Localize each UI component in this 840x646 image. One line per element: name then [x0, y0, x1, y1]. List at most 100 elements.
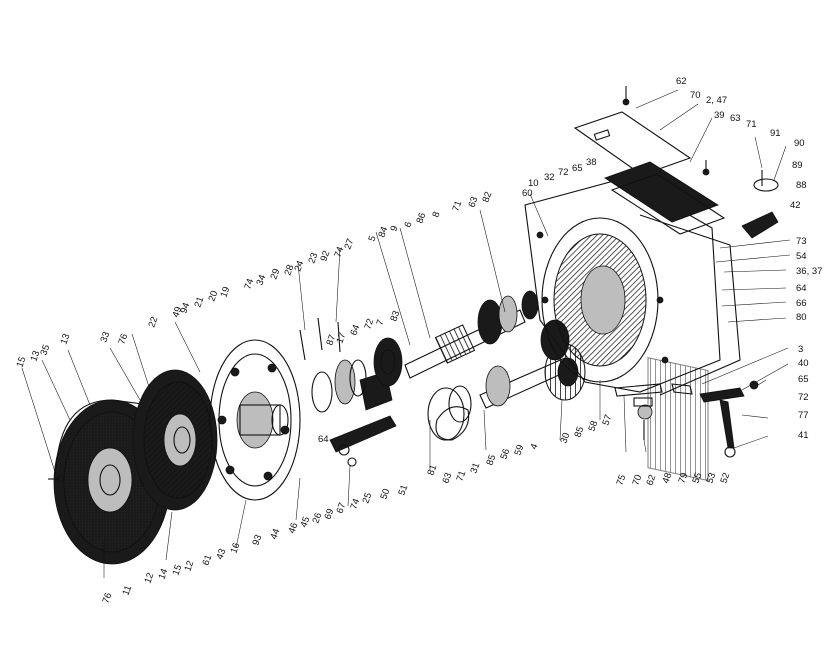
callout-label: 92 [318, 249, 332, 263]
callout-label: 83 [388, 309, 402, 323]
callout-label: 80 [796, 312, 807, 323]
callout-label: 79 [676, 471, 690, 485]
callout-label: 76 [116, 332, 130, 346]
callout-label: 93 [250, 533, 264, 547]
callout-label: 63 [466, 195, 480, 209]
pressure-plate [209, 339, 301, 501]
callout-label: 81 [425, 463, 439, 477]
callout-label: 52 [718, 471, 732, 485]
callout-label: 60 [522, 188, 533, 199]
callout-label: 72 [362, 317, 376, 331]
callout-label: 57 [600, 413, 614, 427]
callout-label: 22 [146, 315, 160, 329]
callout-label: 45 [298, 515, 312, 529]
callout-label: 2, 47 [706, 95, 727, 106]
callout-label: 72 [558, 167, 569, 178]
callout-label: 15 [14, 355, 28, 369]
callout-label: 13 [28, 349, 42, 363]
callout-label: 63 [440, 471, 454, 485]
callout-label: 64 [796, 283, 807, 294]
callout-label: 42 [790, 200, 801, 211]
callout-label: 28 [282, 263, 296, 277]
callout-label: 7 [374, 318, 386, 327]
callout-label: 70 [630, 473, 644, 487]
callout-label: 59 [512, 443, 526, 457]
callout-label: 6 [402, 220, 414, 229]
callout-label: 65 [572, 163, 583, 174]
callout-label: 89 [792, 160, 803, 171]
callout-label: 14 [156, 567, 170, 581]
callout-label: 12 [182, 559, 196, 573]
callout-label: 19 [218, 285, 232, 299]
callout-label: 17 [334, 331, 348, 345]
callout-label: 54 [796, 251, 807, 262]
callout-label: 23 [306, 251, 320, 265]
callout-label: 77 [798, 410, 809, 421]
callout-label: 85 [572, 425, 586, 439]
callout-label: 9 [388, 224, 400, 233]
callout-label: 64 [318, 434, 329, 445]
callout-label: 73 [796, 236, 807, 247]
callout-label: 12 [142, 571, 156, 585]
callout-label: 70 [690, 90, 701, 101]
bearing-stack [311, 337, 403, 413]
shift-lever-group [699, 170, 779, 458]
callout-label: 24 [292, 259, 306, 273]
callout-label: 84 [376, 225, 390, 239]
callout-label: 20 [206, 289, 220, 303]
callout-label: 91 [770, 128, 781, 139]
friction-disc-rear [132, 369, 218, 511]
callout-label: 82 [480, 190, 494, 204]
callout-label: 63 [730, 113, 741, 124]
callout-label: 69 [322, 507, 336, 521]
callout-label: 85 [484, 453, 498, 467]
callout-label: 46 [286, 521, 300, 535]
callout-label: 11 [120, 584, 134, 597]
callout-label: 32 [544, 172, 555, 183]
callout-label: 64 [348, 323, 362, 337]
callout-label: 30 [558, 431, 572, 445]
callout-label: 8 [430, 210, 442, 219]
callout-label: 51 [396, 483, 410, 497]
callout-label: 25 [360, 491, 374, 505]
callout-label: 27 [342, 237, 356, 251]
callout-label: 65 [798, 374, 809, 385]
callout-label: 33 [98, 330, 112, 344]
callout-label: 71 [746, 119, 757, 130]
callout-label: 15 [170, 563, 184, 577]
callout-label: 39 [714, 110, 725, 121]
callout-label: 29 [268, 267, 282, 281]
callout-label: 40 [798, 358, 809, 369]
callout-label: 71 [450, 199, 464, 213]
callout-label: 10 [528, 178, 539, 189]
cover-plates [573, 86, 726, 235]
callout-label: 21 [192, 295, 206, 309]
callout-label: 13 [58, 332, 72, 346]
callout-label: 44 [268, 527, 282, 541]
callout-label: 61 [200, 553, 214, 567]
callout-label: 4 [528, 442, 540, 451]
callout-label: 34 [254, 273, 268, 287]
callout-label: 38 [586, 157, 597, 168]
callout-label: 58 [586, 419, 600, 433]
callout-label: 50 [378, 487, 392, 501]
callout-label: 56 [498, 447, 512, 461]
callout-label: 36, 37 [796, 266, 822, 277]
callout-label: 90 [794, 138, 805, 149]
callout-label: 62 [676, 76, 687, 87]
callout-label: 75 [614, 473, 628, 487]
callout-label: 62 [644, 473, 658, 487]
callout-label: 26 [310, 511, 324, 525]
leader-lines [21, 89, 791, 578]
main-shaft [404, 290, 539, 379]
callout-label: 71 [454, 469, 468, 483]
callout-label: 74 [242, 277, 256, 291]
callout-label: 87 [324, 333, 338, 347]
callout-label: 49 [170, 305, 184, 319]
callout-label: 5 [366, 234, 378, 243]
callout-label: 74 [332, 245, 346, 259]
callout-label: 48 [660, 471, 674, 485]
